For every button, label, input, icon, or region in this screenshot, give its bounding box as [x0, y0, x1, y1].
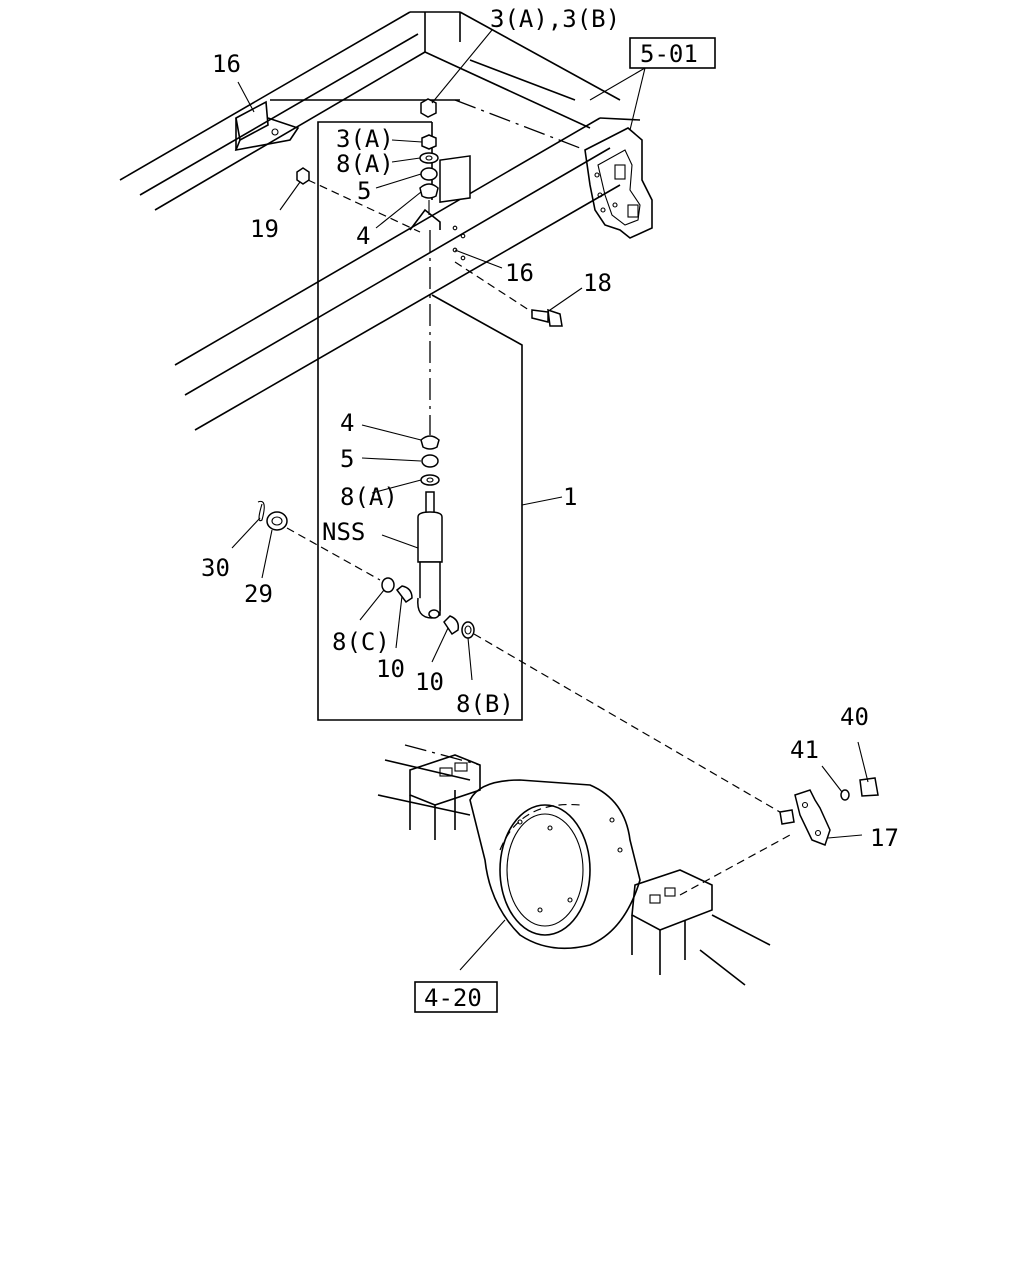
lower-stack	[257, 435, 786, 816]
label-17: 17	[870, 824, 899, 852]
label-29: 29	[244, 580, 273, 608]
washer-icon	[840, 789, 850, 801]
label-3a: 3(A)	[336, 125, 394, 153]
label-40: 40	[840, 703, 869, 731]
mount-plate	[439, 155, 471, 204]
nut-icon	[420, 98, 437, 118]
label-1-assembly: 1	[563, 483, 577, 511]
nut-icon	[421, 134, 437, 150]
bushing-icon	[443, 615, 460, 636]
ref-box-5-01	[629, 37, 716, 69]
leader-lines	[231, 29, 869, 971]
upper-stack	[296, 98, 563, 327]
label-8c: 8(C)	[332, 628, 390, 656]
label-18: 18	[583, 269, 612, 297]
bushing-seat-icon	[419, 183, 439, 199]
label-4-upper: 4	[356, 222, 370, 250]
label-5-01: 5-01	[640, 40, 698, 68]
label-8a-upper: 8(A)	[336, 150, 394, 178]
axle-housing	[377, 744, 791, 986]
frame-bracket-5-01	[584, 127, 653, 239]
bushing-icon	[421, 454, 439, 468]
label-5-lower: 5	[340, 445, 354, 473]
washer-icon	[420, 474, 440, 486]
label-5-upper: 5	[357, 177, 371, 205]
ref-box-4-20	[414, 981, 498, 1013]
label-16-plate: 16	[505, 259, 534, 287]
bolt-icon	[859, 777, 879, 797]
nut-icon	[296, 167, 310, 185]
castle-nut-icon	[266, 511, 288, 531]
label-8b: 8(B)	[456, 690, 514, 718]
label-3a-3b: 3(A),3(B)	[490, 5, 620, 33]
washer-icon	[381, 577, 395, 593]
bushing-icon	[395, 585, 413, 604]
label-30: 30	[201, 554, 230, 582]
cotter-pin-icon	[257, 500, 265, 522]
bushing-icon	[420, 167, 438, 181]
bushing-seat-icon	[420, 435, 440, 450]
shock-mount-bracket	[794, 789, 831, 846]
washer-icon	[419, 152, 439, 164]
washer-icon	[461, 621, 475, 639]
label-4-20: 4-20	[424, 984, 482, 1012]
label-4-lower: 4	[340, 409, 354, 437]
upper-bracket-left	[234, 100, 300, 152]
label-nss: NSS	[322, 518, 365, 546]
label-41: 41	[790, 736, 819, 764]
shock-absorber	[417, 491, 443, 619]
lower-bracket	[779, 777, 879, 846]
bolt-icon	[531, 309, 549, 323]
frame-rails	[119, 11, 641, 431]
label-10-left: 10	[376, 655, 405, 683]
callout-labels: 16 3(A),3(B) 5-01 3(A) 8(A) 5 4 19 16 18…	[201, 5, 899, 1012]
label-16-upper: 16	[212, 50, 241, 78]
label-10-right: 10	[415, 668, 444, 696]
label-19: 19	[250, 215, 279, 243]
label-8a-lower: 8(A)	[340, 483, 398, 511]
